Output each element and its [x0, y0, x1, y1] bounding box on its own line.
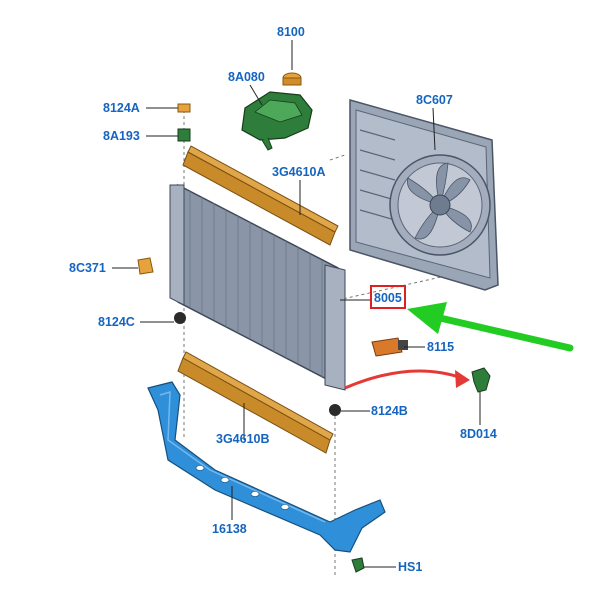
label-8124B[interactable]: 8124B [371, 404, 408, 418]
label-8A080[interactable]: 8A080 [228, 70, 265, 84]
fan-shroud-part [349, 99, 499, 291]
label-8124C[interactable]: 8124C [98, 315, 135, 329]
label-8124A[interactable]: 8124A [103, 101, 140, 115]
label-8100[interactable]: 8100 [277, 25, 305, 39]
label-3G4610B[interactable]: 3G4610B [216, 432, 270, 446]
clip-part-HS1 [351, 557, 365, 573]
label-8C607[interactable]: 8C607 [416, 93, 453, 107]
green-arrow [407, 302, 574, 352]
sensor-part-8115 [371, 337, 408, 357]
bracket-part-8C371 [137, 257, 154, 275]
lower-seal-part [177, 351, 334, 454]
expansion-tank-part [241, 91, 313, 151]
label-8C371[interactable]: 8C371 [69, 261, 106, 275]
label-3G4610A[interactable]: 3G4610A [272, 165, 326, 179]
label-16138[interactable]: 16138 [212, 522, 247, 536]
label-HS1[interactable]: HS1 [398, 560, 422, 574]
label-8D014[interactable]: 8D014 [460, 427, 497, 441]
label-8005[interactable]: 8005 [374, 291, 402, 305]
red-arrow [344, 369, 470, 390]
bracket-part-8A193 [177, 128, 191, 142]
reservoir-cap-part [282, 72, 302, 86]
lower-support-part [147, 381, 386, 553]
part-labels: 8100 8A080 8C607 8124A 8A193 3G4610A 8C3… [69, 25, 497, 574]
bracket-part-8124A [177, 103, 191, 113]
leader-lines [112, 40, 481, 568]
label-8115[interactable]: 8115 [427, 340, 454, 354]
radiator-part [169, 183, 346, 416]
highlight-box-8005 [370, 285, 406, 309]
plug-part-8D014 [471, 367, 491, 393]
label-8A193[interactable]: 8A193 [103, 129, 140, 143]
